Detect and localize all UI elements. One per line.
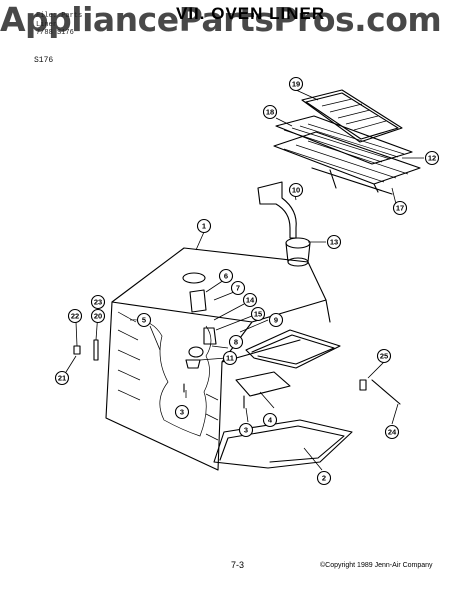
svg-text:13: 13	[330, 238, 338, 247]
callout-18: 18	[262, 104, 278, 120]
callout-3a: 3	[174, 404, 190, 420]
svg-text:17: 17	[396, 204, 404, 213]
svg-text:21: 21	[58, 374, 66, 383]
callout-8: 8	[228, 334, 244, 350]
callout-19: 19	[288, 76, 304, 92]
svg-text:2: 2	[322, 474, 326, 483]
callout-3b: 3	[238, 422, 254, 438]
small-parts	[73, 289, 401, 409]
svg-text:5: 5	[142, 316, 146, 325]
broiler-pan	[301, 89, 403, 143]
callout-1: 1	[196, 218, 212, 234]
file-label: File: Parts	[36, 12, 83, 20]
svg-text:22: 22	[71, 312, 79, 321]
heating-elements	[213, 329, 353, 469]
svg-text:9: 9	[274, 316, 278, 325]
vent-duct	[257, 181, 311, 267]
site-watermark: AppliancePartsPros.com	[0, 0, 442, 39]
svg-text:6: 6	[224, 272, 228, 281]
svg-text:7: 7	[236, 284, 240, 293]
callout-25: 25	[376, 348, 392, 364]
page-title: VII. OVEN LINER	[176, 4, 326, 23]
callout-23: 23	[90, 294, 106, 310]
svg-text:3: 3	[180, 408, 184, 417]
svg-text:25: 25	[380, 352, 388, 361]
callout-21: 21	[54, 370, 70, 386]
svg-text:24: 24	[388, 428, 397, 437]
svg-text:3: 3	[244, 426, 248, 435]
svg-text:14: 14	[246, 296, 255, 305]
svg-text:23: 23	[94, 298, 102, 307]
callout-4: 4	[262, 412, 278, 428]
svg-text:20: 20	[94, 312, 102, 321]
callout-20: 20	[90, 308, 106, 324]
copyright-notice: ©Copyright 1989 Jenn-Air Company	[320, 562, 433, 569]
svg-text:8: 8	[234, 338, 238, 347]
svg-text:1: 1	[202, 222, 206, 231]
model-number: S176	[34, 56, 54, 65]
callout-15: 15	[250, 306, 266, 322]
callout-12: 12	[424, 150, 440, 166]
svg-text:15: 15	[254, 310, 262, 319]
svg-text:19: 19	[292, 80, 300, 89]
callout-10: 10	[288, 182, 304, 198]
callout-24: 24	[384, 424, 400, 440]
svg-text:12: 12	[428, 154, 436, 163]
callout-9: 9	[268, 312, 284, 328]
callout-14: 14	[242, 292, 258, 308]
svg-text:11: 11	[226, 354, 234, 363]
callout-11: 11	[222, 350, 238, 366]
callout-13: 13	[326, 234, 342, 250]
svg-text:18: 18	[266, 108, 274, 117]
leader-lines	[65, 89, 424, 471]
callout-6: 6	[218, 268, 234, 284]
oven-racks	[273, 115, 421, 195]
svg-text:4: 4	[268, 416, 273, 425]
svg-text:10: 10	[292, 186, 300, 195]
page-number: 7-3	[231, 560, 245, 570]
callout-7: 7	[230, 280, 246, 296]
oven-liner-box	[105, 247, 331, 471]
callout-17: 17	[392, 200, 408, 216]
callout-22: 22	[67, 308, 83, 324]
header-line-2: Liner	[36, 21, 58, 29]
callout-2: 2	[316, 470, 332, 486]
header-line-3: 7/88 S176	[36, 29, 74, 37]
callout-5: 5	[136, 312, 152, 328]
